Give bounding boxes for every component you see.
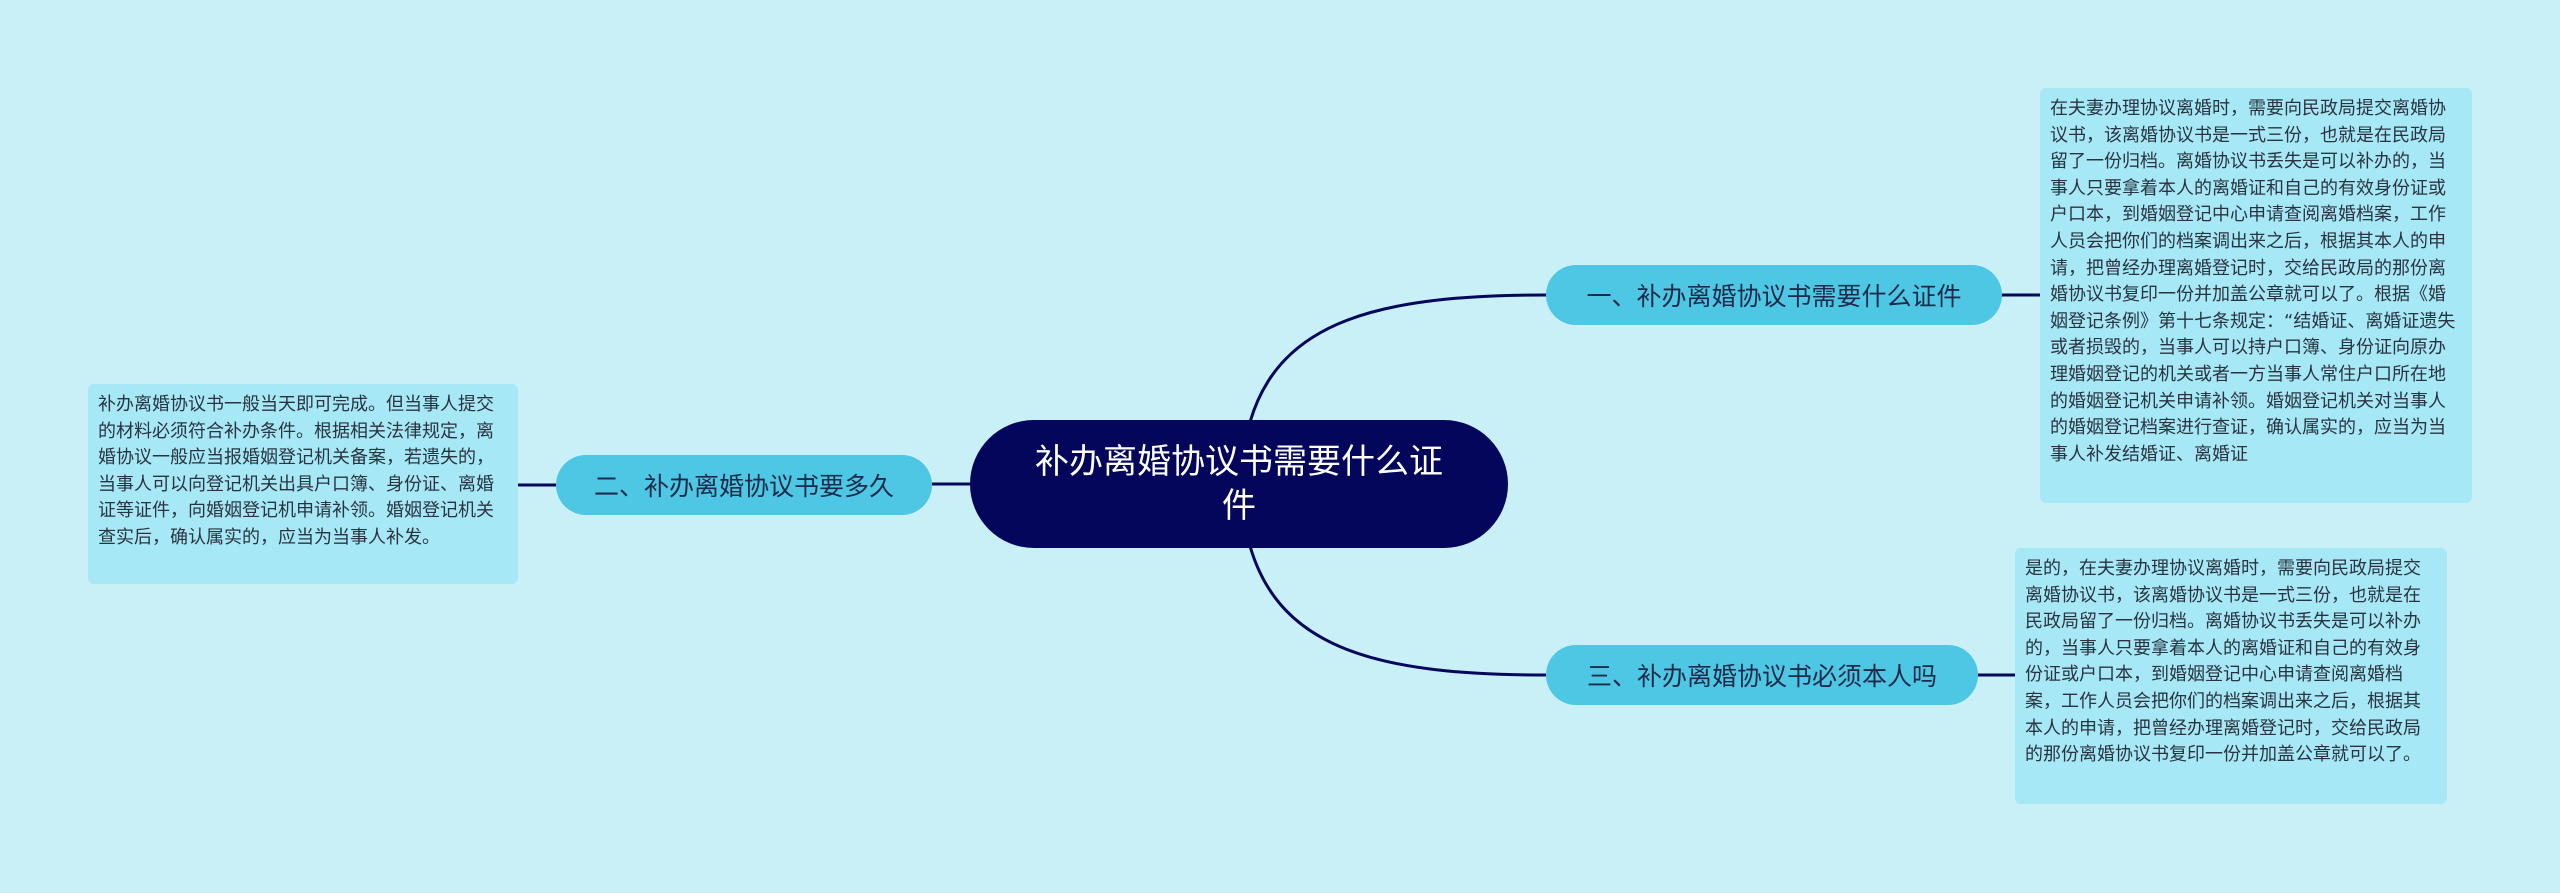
branch-topic-2-label: 二、补办离婚协议书要多久 [593, 472, 894, 501]
note-1-text: 在夫妻办理协议离婚时，需要向民政局提交离婚协议书，该离婚协议书是一式三份，也就是… [2050, 98, 2456, 465]
branch-topic-2[interactable]: 二、补办离婚协议书要多久 [556, 455, 932, 515]
note-2[interactable]: 补办离婚协议书一般当天即可完成。但当事人提交的材料必须符合补办条件。根据相关法律… [88, 384, 518, 584]
root-topic[interactable]: 补办离婚协议书需要什么证件 [970, 420, 1508, 548]
note-3[interactable]: 是的，在夫妻办理协议离婚时，需要向民政局提交离婚协议书，该离婚协议书是一式三份，… [2015, 548, 2447, 804]
branch-topic-3[interactable]: 三、补办离婚协议书必须本人吗 [1546, 645, 1978, 705]
root-topic-title: 补办离婚协议书需要什么证件 [1035, 442, 1443, 526]
connector-root-to-branch-3 [1248, 545, 1547, 677]
note-2-text: 补办离婚协议书一般当天即可完成。但当事人提交的材料必须符合补办条件。根据相关法律… [98, 394, 494, 548]
branch-topic-3-label: 三、补办离婚协议书必须本人吗 [1586, 662, 1937, 691]
connector-root-to-branch-1 [1248, 293, 1547, 423]
branch-topic-1-label: 一、补办离婚协议书需要什么证件 [1586, 282, 1962, 311]
note-3-text: 是的，在夫妻办理协议离婚时，需要向民政局提交离婚协议书，该离婚协议书是一式三份，… [2025, 558, 2421, 766]
branch-topic-1[interactable]: 一、补办离婚协议书需要什么证件 [1546, 265, 2002, 325]
note-1[interactable]: 在夫妻办理协议离婚时，需要向民政局提交离婚协议书，该离婚协议书是一式三份，也就是… [2040, 88, 2472, 503]
